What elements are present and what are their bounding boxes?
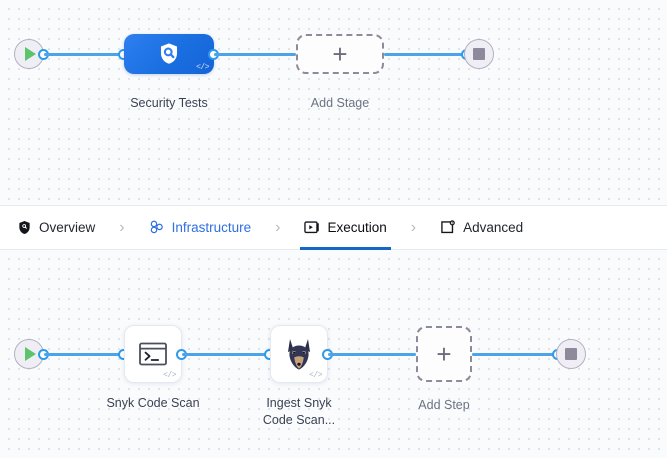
pipeline-tabbar: Overview › Infrastructure › [0,205,667,250]
play-icon [25,47,36,61]
edge-start-to-snyk-code-scan [44,353,124,356]
stage-flow-end-node[interactable] [464,39,494,69]
add-step-button[interactable]: + [416,326,472,382]
tab-execution[interactable]: Execution [300,206,392,250]
add-stage-label: Add Stage [310,96,370,110]
terminal-icon [139,342,167,366]
stop-icon [565,348,577,360]
tab-overview[interactable]: Overview [12,206,99,250]
plus-icon: + [332,39,348,69]
add-stage-button[interactable]: + [296,34,384,74]
tab-separator-2: › [275,218,281,236]
tab-separator-1: › [119,218,125,236]
stage-node-label-security-tests: Security Tests [130,96,208,110]
step-node-snyk-code-scan[interactable]: </> [124,325,182,383]
stop-icon [473,48,485,60]
tab-label-advanced: Advanced [463,220,524,235]
edge-add-step-to-end [472,353,556,356]
infrastructure-icon [149,220,165,236]
edge-snyk-code-scan-to-ingest [182,353,270,356]
tab-label-execution: Execution [327,220,387,235]
code-badge: </> [163,371,176,380]
stage-flow-canvas[interactable]: </> Security Tests + Add Stage [0,0,667,205]
code-badge: </> [196,63,209,72]
step-flow-canvas[interactable]: </> Snyk Code Scan [0,250,667,458]
shield-icon [16,220,32,236]
plus-icon: + [436,339,452,369]
edge-ingest-to-add-step [328,353,416,356]
stage-node-security-tests[interactable]: </> [124,34,214,74]
step-node-label-ingest-snyk-code-scan: Ingest Snyk Code Scan... [262,396,336,427]
step-flow-end-node[interactable] [556,339,586,369]
edge-add-stage-to-end [384,53,466,56]
step-node-ingest-snyk-code-scan[interactable]: </> [270,325,328,383]
snyk-doberman-icon [288,339,310,370]
edge-security-tests-to-add-stage [214,53,296,56]
advanced-gear-icon [440,220,456,236]
edge-start-to-security-tests [44,53,124,56]
tab-separator-3: › [410,218,417,236]
play-icon [25,347,36,361]
add-step-label: Add Step [418,398,470,412]
tab-label-infrastructure: Infrastructure [171,220,252,235]
tab-advanced[interactable]: Advanced [436,206,527,250]
execution-play-icon [304,220,320,236]
tab-label-overview: Overview [39,220,96,235]
step-node-label-snyk-code-scan: Snyk Code Scan [106,396,200,410]
shield-search-icon [160,43,178,64]
tab-infrastructure[interactable]: Infrastructure [145,206,256,250]
code-badge: </> [309,371,322,380]
